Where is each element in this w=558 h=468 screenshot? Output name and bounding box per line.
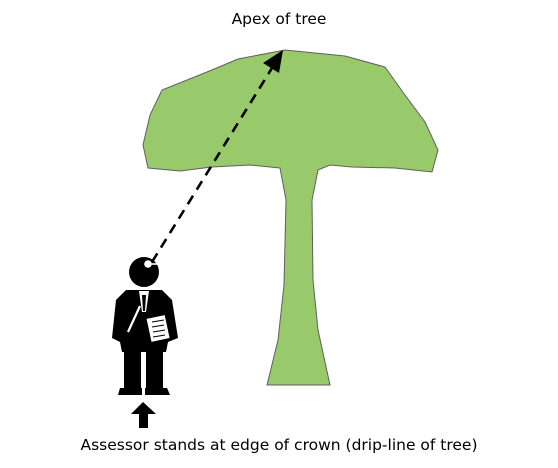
up-arrow-icon xyxy=(131,402,156,428)
sight-line xyxy=(150,67,274,263)
apex-label: Apex of tree xyxy=(231,10,327,28)
assessor-figure-icon xyxy=(112,257,178,395)
assessor-caption: Assessor stands at edge of crown (drip-l… xyxy=(80,436,478,454)
sight-arrowhead xyxy=(263,50,283,73)
tree-shape xyxy=(142,49,439,386)
